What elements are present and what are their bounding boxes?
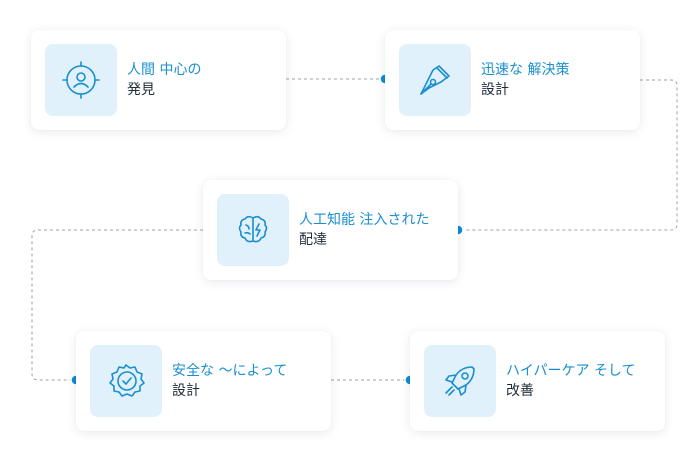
pen-nib-icon bbox=[420, 65, 450, 95]
step-card-secure: 安全な ～によって 設計 bbox=[76, 331, 331, 431]
step-label: 迅速な 解決策 設計 bbox=[481, 60, 569, 100]
step-card-ai-infused: 人工知能 注入された 配達 bbox=[203, 180, 458, 280]
step-label: 人工知能 注入された 配達 bbox=[299, 210, 429, 250]
step-subtitle: 配達 bbox=[299, 232, 327, 248]
connector-2-3 bbox=[458, 79, 678, 231]
step-subtitle: 発見 bbox=[127, 82, 155, 98]
icon-tile bbox=[90, 345, 162, 417]
step-label: ハイパーケア そして 改善 bbox=[506, 361, 635, 401]
icon-tile bbox=[45, 44, 117, 116]
icon-tile bbox=[399, 44, 471, 116]
brain-icon bbox=[238, 215, 268, 243]
step-card-hypercare: ハイパーケア そして 改善 bbox=[410, 331, 665, 431]
rocket-icon bbox=[445, 366, 475, 396]
step-subtitle: 設計 bbox=[481, 82, 509, 98]
user-target-icon bbox=[62, 61, 100, 99]
step-subtitle: 設計 bbox=[172, 383, 200, 399]
icon-tile bbox=[217, 194, 289, 266]
step-title: 迅速な 解決策 bbox=[481, 62, 570, 78]
step-title: 人工知能 注入された bbox=[299, 212, 430, 228]
step-label: 安全な ～によって 設計 bbox=[172, 361, 287, 401]
badge-check-icon bbox=[109, 364, 145, 397]
step-title: 安全な ～によって bbox=[172, 363, 288, 379]
step-label: 人間 中心の 発見 bbox=[127, 60, 201, 100]
step-card-rapid-solution: 迅速な 解決策 設計 bbox=[385, 30, 640, 130]
icon-tile bbox=[424, 345, 496, 417]
step-subtitle: 改善 bbox=[506, 383, 534, 399]
step-card-human-centered: 人間 中心の 発見 bbox=[31, 30, 286, 130]
step-title: ハイパーケア そして bbox=[506, 363, 636, 379]
connector-3-4 bbox=[31, 229, 203, 381]
step-title: 人間 中心の bbox=[127, 62, 202, 78]
